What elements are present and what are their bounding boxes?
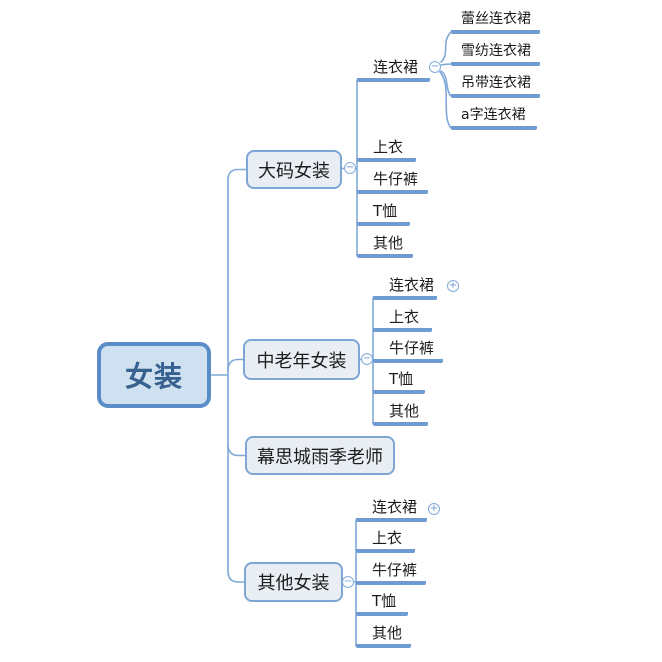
- minus-icon: −: [345, 161, 355, 173]
- branch-label: 其他女装: [257, 573, 330, 594]
- branch-plus-size-women[interactable]: 大码女装: [246, 150, 342, 189]
- connector-line: [227, 358, 244, 372]
- collapse-toggle[interactable]: −: [342, 576, 354, 588]
- leaf-middle-aged-tshirt[interactable]: T恤: [373, 371, 425, 394]
- collapse-toggle[interactable]: −: [429, 61, 441, 73]
- branch-label: 大码女装: [258, 160, 330, 182]
- leaf-plus-size-top[interactable]: 上衣: [357, 139, 416, 162]
- leaf-aline-dress[interactable]: a字连衣裙: [451, 107, 537, 130]
- leaf-other-top[interactable]: 上衣: [356, 530, 415, 553]
- expand-toggle[interactable]: +: [428, 503, 440, 515]
- expand-toggle[interactable]: +: [447, 280, 459, 292]
- leaf-plus-size-jeans[interactable]: 牛仔裤: [357, 171, 428, 194]
- connector-curve: [440, 31, 452, 63]
- leaf-other-tshirt[interactable]: T恤: [356, 593, 408, 616]
- leaf-chiffon-dress[interactable]: 雪纺连衣裙: [451, 43, 540, 66]
- connector-line: [227, 443, 246, 457]
- leaf-plus-size-other[interactable]: 其他: [357, 235, 413, 258]
- collapse-toggle[interactable]: −: [344, 162, 356, 174]
- leaf-middle-aged-other[interactable]: 其他: [373, 403, 428, 426]
- connector-curve: [439, 71, 452, 129]
- connector-curve: [440, 70, 452, 97]
- minus-icon: −: [343, 575, 353, 587]
- leaf-other-dress[interactable]: 连衣裙: [356, 499, 427, 522]
- leaf-slip-dress[interactable]: 吊带连衣裙: [451, 75, 540, 98]
- minus-icon: −: [362, 352, 372, 364]
- leaf-middle-aged-jeans[interactable]: 牛仔裤: [373, 340, 443, 363]
- branch-middle-aged-women[interactable]: 中老年女装: [243, 339, 360, 380]
- leaf-plus-size-dress[interactable]: 连衣裙: [357, 59, 430, 82]
- leaf-lace-dress[interactable]: 蕾丝连衣裙: [451, 11, 540, 34]
- leaf-middle-aged-dress[interactable]: 连衣裙: [373, 277, 437, 300]
- connector-line: [227, 570, 245, 583]
- node-root[interactable]: 女装: [97, 342, 211, 408]
- node-root-label: 女装: [124, 360, 183, 393]
- branch-label: 中老年女装: [256, 350, 347, 372]
- leaf-other-jeans[interactable]: 牛仔裤: [356, 562, 426, 585]
- leaf-middle-aged-top[interactable]: 上衣: [373, 309, 432, 332]
- leaf-other-other[interactable]: 其他: [356, 625, 411, 648]
- plus-icon: +: [429, 502, 439, 514]
- branch-musicheng-teacher[interactable]: 幕思城雨季老师: [245, 436, 395, 475]
- connector-line: [227, 168, 247, 181]
- branch-label: 幕思城雨季老师: [257, 446, 383, 468]
- plus-icon: +: [448, 279, 458, 291]
- minus-icon: −: [430, 60, 440, 72]
- connector-curve: [440, 63, 452, 66]
- leaf-plus-size-tshirt[interactable]: T恤: [357, 203, 410, 226]
- collapse-toggle[interactable]: −: [361, 353, 373, 365]
- branch-other-women[interactable]: 其他女装: [244, 562, 343, 602]
